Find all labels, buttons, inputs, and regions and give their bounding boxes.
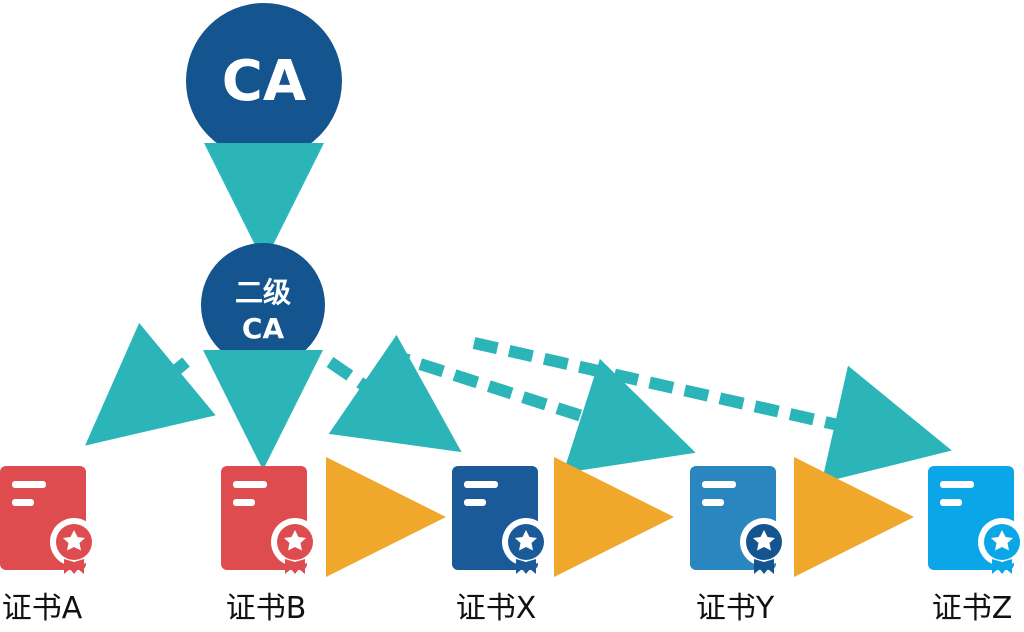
dashed-arrow-to-cert-y [384,347,696,474]
root-ca-circle [186,3,342,159]
star-icon [63,530,85,551]
star-icon [991,530,1013,551]
root-ca-label: CA [222,49,307,114]
star-icon [515,530,537,551]
intermediate-ca-line2: CA [242,312,285,345]
certificate-b [221,466,319,574]
certificate-x [452,466,550,574]
root-ca-node: CA [186,3,342,159]
ribbon-icon [285,559,305,574]
intermediate-ca-line1: 二级 [235,276,291,309]
certificate-z-label: 证书Z [932,591,1013,626]
arrow-intermediate-to-cert-a [85,322,216,446]
certificate-x-label: 证书X [456,591,537,626]
certificate-y [690,466,788,574]
star-icon [753,530,775,551]
dashed-arrow-to-cert-x [326,334,462,453]
certificate-a [0,466,98,574]
ribbon-icon [992,559,1012,574]
ribbon-icon [64,559,84,574]
certificate-z [928,466,1024,574]
ribbon-icon [516,559,536,574]
certificate-a-label: 证书A [2,591,83,626]
intermediate-ca-node: 二级 CA [201,243,325,367]
star-icon [284,530,306,551]
intermediate-ca-circle [201,243,325,367]
certificate-y-label: 证书Y [696,591,775,626]
ribbon-icon [754,559,774,574]
dashed-arrow-to-cert-z [472,337,952,483]
certificate-b-label: 证书B [226,591,307,626]
